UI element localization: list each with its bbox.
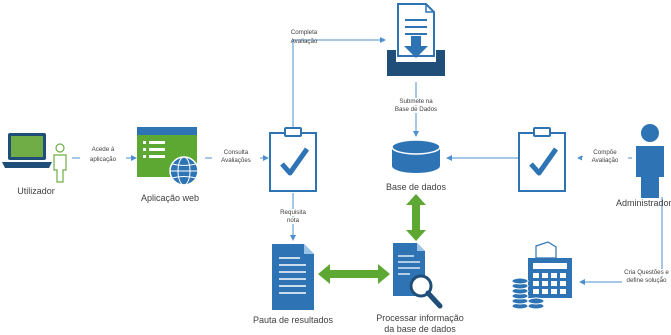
consulta-document-icon — [269, 127, 317, 192]
submission-tray-icon — [387, 3, 445, 76]
web-application-icon — [137, 127, 199, 186]
process-label-line2: da base de dados — [384, 324, 456, 334]
coins-icon — [511, 277, 545, 310]
edge-completa — [292, 37, 386, 128]
magnifier-icon — [409, 274, 443, 309]
edge-label-submete-1: Submete na — [386, 98, 446, 106]
edge-label-consulta-1: Consulta — [212, 149, 260, 157]
pauta-label: Pauta de resultados — [252, 315, 334, 325]
user-label: Utilizador — [17, 186, 55, 196]
web-app-label: Aplicação web — [140, 193, 200, 203]
edge-label-compoe-2: Avaliação — [582, 157, 628, 165]
administrator-person-icon — [636, 124, 664, 198]
edge-label-acede-1: Acede à — [80, 146, 126, 154]
edge-label-requisita-1: Requisita — [270, 209, 316, 217]
pauta-document-icon — [272, 244, 314, 310]
edge-label-cria-2: define solução — [622, 277, 671, 285]
process-label-line1: Processar informação — [376, 313, 464, 323]
db-process-double-arrow — [406, 194, 426, 241]
edge-label-completa-1: Completa — [290, 29, 318, 36]
user-computer-icon — [2, 133, 52, 168]
edge-label-cria-1: Cria Questões e — [622, 269, 671, 277]
edge-label-submete-2: Base de Dados — [386, 106, 446, 114]
compoe-document-icon — [518, 127, 566, 192]
user-person-icon — [53, 143, 67, 183]
edge-label-completa-2: Avaliação — [290, 38, 318, 45]
database-icon — [391, 139, 441, 173]
admin-label: Administrador — [616, 198, 671, 208]
calculator-icon — [528, 241, 572, 298]
database-label: Base de dados — [385, 182, 447, 192]
edge-label-compoe-1: Compõe — [582, 149, 628, 157]
edge-label-consulta-2: Avaliações — [212, 157, 260, 165]
edge-label-requisita-2: nota — [270, 217, 316, 225]
pauta-process-double-arrow — [318, 264, 390, 284]
edge-label-acede-2: aplicação — [80, 156, 126, 164]
